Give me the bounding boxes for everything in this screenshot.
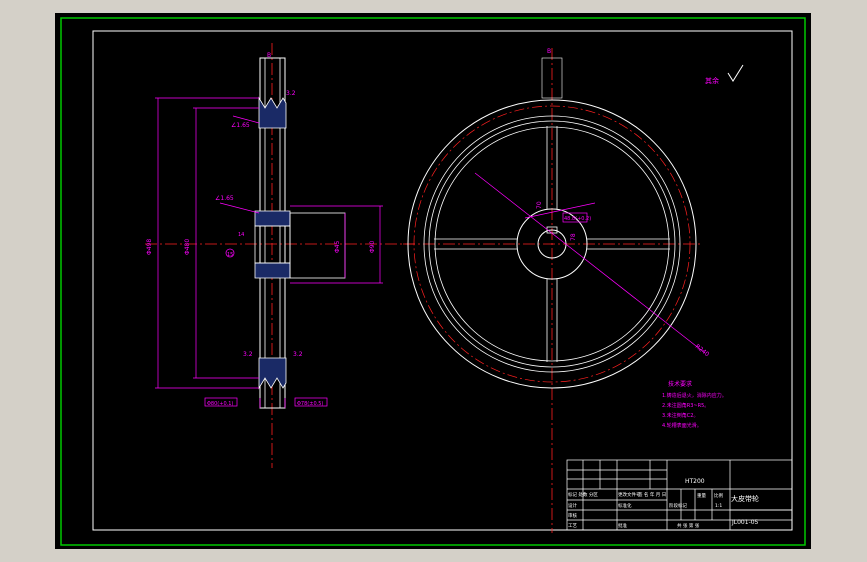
tb-stage-mark: 阶段标记	[669, 502, 687, 509]
tb-approve: 批准	[618, 522, 627, 529]
radial-dimension-line	[474, 172, 706, 354]
hub-note-frame	[562, 212, 588, 223]
tb-mark-count-zone: 标记 处数 分区	[568, 491, 598, 498]
tech-req-item: 4.轮槽表面光滑。	[662, 422, 702, 429]
rim-inner-circle-1	[423, 115, 681, 373]
outer-diameter-label: Φ498	[146, 239, 153, 255]
front-hub-note: 48.8(+0.2)	[564, 216, 591, 222]
part-name: 大皮带轮	[731, 494, 759, 503]
tb-scale-value: 1:1	[715, 503, 722, 509]
leader-hub-angle	[219, 202, 260, 214]
tb-change-file: 更改文件号	[618, 491, 641, 498]
leader-groove-angle	[232, 115, 260, 124]
rim-outer-circle	[407, 99, 697, 389]
tb-standardize: 标准化	[618, 502, 632, 509]
section-view	[145, 43, 415, 468]
tb-weight: 重量	[697, 492, 706, 499]
pitch-diameter-label: Φ480	[184, 239, 191, 255]
pitch-circle	[413, 105, 691, 383]
rough-mark-a: 3.2	[286, 90, 296, 97]
tb-signature-date: 签 名 年 月 日	[638, 491, 666, 498]
hub-diameter-label: Φ90	[369, 240, 376, 253]
tolerance-a-label: Φ80(+0.1)	[207, 401, 233, 407]
roughness-note: 其余	[705, 76, 719, 85]
tb-scale: 比例	[714, 492, 723, 499]
keyway-label: 14	[238, 232, 244, 238]
tech-requirements: 技术要求 1.铸造后退火，消除内应力。 2.未注圆角R3~R5。 3.未注倒角C…	[662, 380, 727, 429]
tech-req-title: 技术要求	[668, 380, 692, 388]
tolerance-b-label: Φ78(±0.5)	[297, 401, 323, 407]
drawing-number: JL001-05	[731, 519, 759, 526]
tb-sheets: 共 张 第 张	[677, 522, 700, 529]
front-top-mark: B	[547, 48, 551, 55]
section-marker-circle	[225, 248, 235, 258]
rim-inner-circle-3	[434, 126, 670, 362]
rim-inner-circle-2	[428, 120, 676, 368]
front-top-boss	[541, 57, 563, 99]
rough-mark-c: 3.2	[293, 351, 303, 358]
tech-req-item: 1.铸造后退火，消除内应力。	[662, 392, 727, 399]
tech-req-item: 2.未注圆角R3~R5。	[662, 402, 709, 409]
section-rim-outline	[259, 57, 286, 409]
roughness-symbol-icon	[727, 64, 744, 82]
section-top-mark: B	[267, 52, 271, 59]
left-mark-label: 15	[227, 252, 233, 258]
groove-angle-label: ∠1.65	[231, 122, 250, 129]
hub-section-upper	[254, 210, 291, 227]
hub-width-label: 70	[536, 201, 543, 209]
bottom-groove-section	[258, 357, 287, 390]
cad-drawing-canvas[interactable]: B ∠1.65 ∠1.65 Φ498 Φ480 Φ45 Φ90 14 3.2 3…	[55, 13, 811, 549]
hub-angle-label: ∠1.65	[215, 195, 234, 202]
hub-section-lower	[254, 262, 291, 279]
front-view	[403, 48, 706, 533]
hub-leader-line	[524, 202, 596, 219]
tb-review: 审核	[568, 512, 577, 519]
tolerance-frame-a	[204, 397, 238, 407]
tb-process: 工艺	[568, 523, 577, 529]
radial-dim-label: R240	[694, 343, 711, 358]
groove-width-label: 78	[570, 233, 577, 241]
inner-frame	[92, 30, 793, 531]
bore-diameter-label: Φ45	[334, 240, 341, 253]
tolerance-frame-b	[294, 397, 328, 407]
outer-frame	[60, 17, 806, 546]
title-block	[566, 459, 793, 531]
hub-outer-circle	[516, 208, 588, 280]
material-label: HT200	[685, 478, 705, 485]
rough-mark-b: 3.2	[243, 351, 253, 358]
top-groove-section	[258, 96, 287, 129]
tech-req-item: 3.未注倒角C2。	[662, 412, 698, 419]
tb-design: 设计	[568, 502, 577, 509]
